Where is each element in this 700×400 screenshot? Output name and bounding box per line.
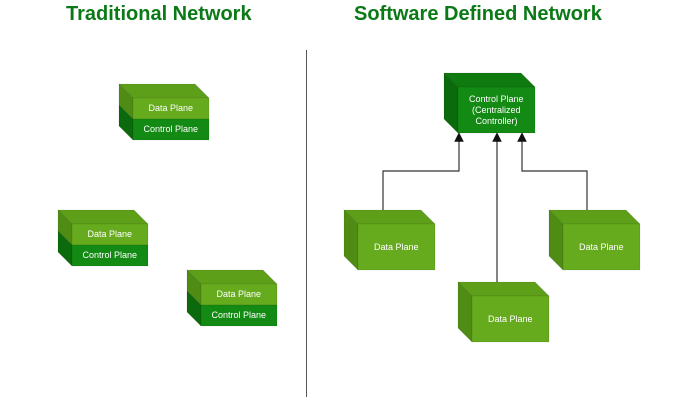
traditional-node-1-control-label: Control Plane (82, 250, 138, 260)
sdn-data-node-1-front (471, 295, 550, 343)
traditional-node-2-data-label: Data Plane (216, 289, 262, 299)
sdn-controller-front (457, 86, 536, 134)
sdn-data-node-2-front (562, 223, 641, 271)
sdn-controller-label-line-0: Control Plane (469, 93, 524, 104)
traditional-node-0-top (118, 83, 210, 99)
traditional-node-1-data-label: Data Plane (87, 229, 133, 239)
sdn-data-node-2-top (548, 209, 641, 225)
sdn-data-node-0-front (357, 223, 436, 271)
traditional-node-1-control-plane (71, 244, 149, 267)
sdn-controller-label-line-2: Controller) (475, 115, 518, 126)
traditional-node-0-control-label: Control Plane (143, 124, 199, 134)
edge-data-node-2-to-controller (517, 132, 588, 210)
traditional-node-0-control-plane (132, 118, 210, 141)
traditional-node-2-top (186, 269, 278, 285)
traditional-node-2-control-plane (200, 304, 278, 327)
traditional-network-title: Traditional Network (66, 3, 252, 25)
sdn-data-node-1-top (457, 281, 550, 297)
traditional-node-1-top (57, 209, 149, 225)
traditional-node-2-control-label: Control Plane (211, 310, 267, 320)
sdn-controller-top (443, 72, 536, 88)
section-divider (306, 50, 307, 397)
sdn-data-node-2-label: Data Plane (579, 241, 624, 252)
sdn-title: Software Defined Network (354, 3, 602, 25)
sdn-controller-label-line-1: (Centralized (472, 104, 521, 115)
sdn-data-node-1-label: Data Plane (488, 313, 533, 324)
edge-data-node-0-to-controller (382, 132, 464, 210)
sdn-data-node-0-top (343, 209, 436, 225)
sdn-data-node-0-label: Data Plane (374, 241, 419, 252)
traditional-node-0-data-label: Data Plane (148, 103, 194, 113)
